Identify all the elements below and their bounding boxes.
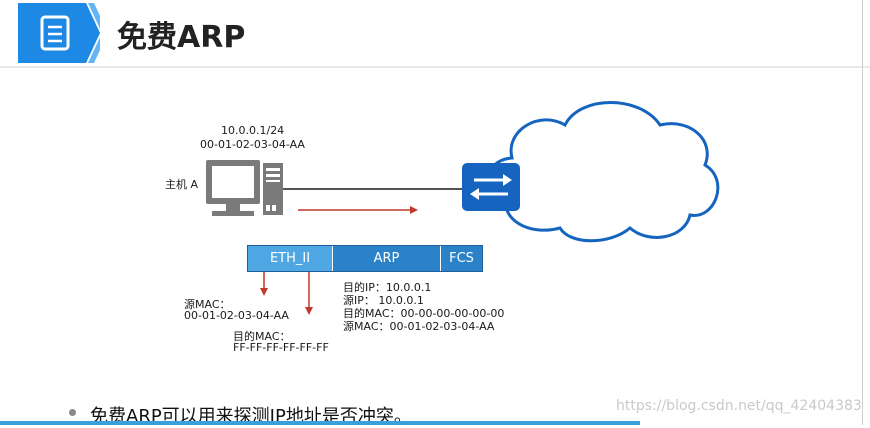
host-mac: 00-01-02-03-04-AA xyxy=(200,138,305,151)
frame-fcs: FCS xyxy=(449,251,474,266)
bullet-dot xyxy=(69,409,76,416)
eth-src-value: 00-01-02-03-04-AA xyxy=(184,309,289,322)
frame-arp-payload: ARP xyxy=(333,246,441,271)
document-icon xyxy=(18,3,100,63)
bottom-strip xyxy=(0,421,640,425)
host-ip: 10.0.0.1/24 xyxy=(221,124,285,137)
header-divider xyxy=(0,66,870,68)
eth-src-arrow xyxy=(260,272,268,296)
header-bar: 免费ARP xyxy=(0,0,870,66)
eth-dst-arrow xyxy=(305,272,313,315)
eth-src-label: 源MAC： xyxy=(184,298,231,311)
frame-eth-header: ETH_II xyxy=(248,246,333,271)
eth-dst-label: 目的MAC： xyxy=(233,330,291,343)
watermark-text: https://blog.csdn.net/qq_42404383 xyxy=(616,398,862,414)
arp-dst-mac: 目的MAC：00-00-00-00-00-00 xyxy=(343,307,505,320)
flow-arrow xyxy=(298,206,418,214)
switch-icon xyxy=(462,163,520,211)
computer-icon xyxy=(206,160,283,216)
host-label: 主机 A xyxy=(165,178,199,191)
slide-right-border xyxy=(862,0,863,425)
page-title: 免费ARP xyxy=(117,20,246,55)
ethernet-frame: ETH_II ARP FCS xyxy=(247,245,483,272)
arp-src-ip: 源IP： 10.0.0.1 xyxy=(343,294,424,307)
arp-dst-ip: 目的IP：10.0.0.1 xyxy=(343,281,432,294)
eth-dst-value: FF-FF-FF-FF-FF-FF xyxy=(233,341,329,354)
network-cloud-icon xyxy=(486,101,720,243)
arp-src-mac: 源MAC：00-01-02-03-04-AA xyxy=(343,320,495,333)
